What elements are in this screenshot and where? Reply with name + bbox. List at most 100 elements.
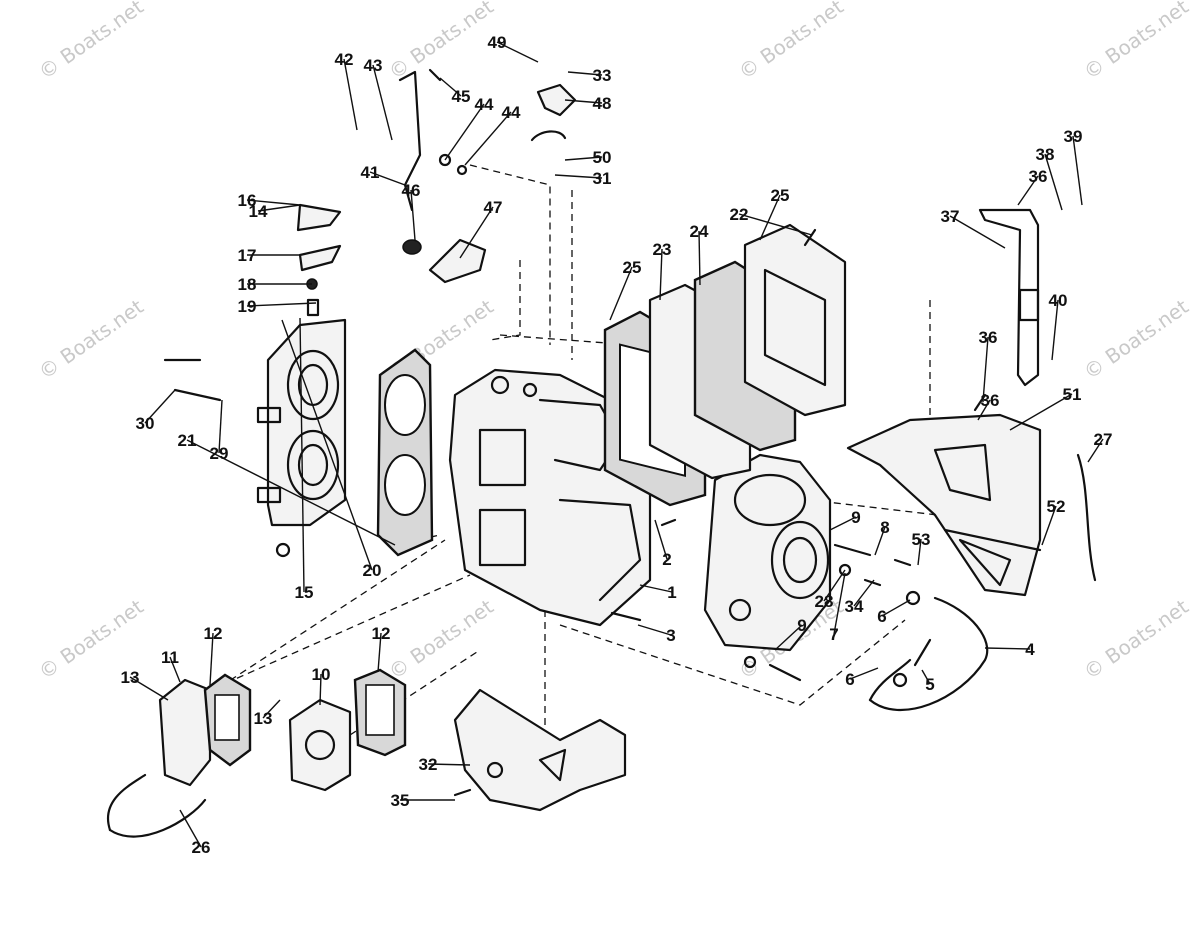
callout-14: 14	[249, 202, 268, 221]
adapter-bracket	[846, 413, 1042, 597]
leader-line-48	[564, 99, 603, 104]
callout-34: 34	[845, 597, 864, 616]
callout-36: 36	[981, 391, 1000, 410]
watermark-text: © Boats.net	[34, 294, 148, 384]
callout-12: 12	[204, 624, 223, 643]
watermark-text: © Boats.net	[34, 0, 148, 84]
leader-line-25	[759, 194, 781, 241]
leader-line-33	[567, 71, 603, 76]
callout-8: 8	[880, 518, 889, 537]
leader-line-13	[129, 676, 169, 701]
callout-leaders	[129, 41, 1104, 848]
callout-1: 1	[667, 583, 676, 602]
watermark-text: © Boats.net	[384, 594, 498, 684]
callout-2: 2	[662, 550, 671, 569]
leader-line-52	[1041, 505, 1057, 546]
leader-line-15	[299, 317, 305, 593]
leader-line-49	[496, 41, 539, 63]
leader-line-39	[1072, 135, 1083, 206]
watermark-text: © Boats.net	[384, 0, 498, 84]
callout-12: 12	[372, 624, 391, 643]
callout-37: 37	[941, 207, 960, 226]
callout-4: 4	[1025, 640, 1035, 659]
cylinder-head	[256, 318, 347, 527]
exhaust-cover-stack	[603, 223, 847, 507]
callout-35: 35	[391, 791, 410, 810]
callout-46: 46	[402, 181, 421, 200]
callout-3: 3	[666, 626, 675, 645]
callout-44: 44	[475, 95, 494, 114]
leader-line-46	[410, 189, 416, 241]
callout-49: 49	[488, 33, 507, 52]
leader-line-20	[281, 319, 373, 571]
leader-line-38	[1044, 153, 1063, 211]
callout-11: 11	[161, 648, 179, 667]
leader-line-44	[444, 103, 485, 161]
callout-32: 32	[419, 755, 438, 774]
leader-line-10	[319, 673, 322, 706]
callout-17: 17	[238, 246, 257, 265]
callout-50: 50	[593, 148, 612, 167]
leader-line-6	[881, 599, 911, 617]
callout-7: 7	[829, 625, 838, 644]
leader-line-2	[654, 519, 668, 560]
wires	[107, 453, 1097, 838]
leader-line-14	[257, 204, 301, 212]
callout-19: 19	[238, 297, 257, 316]
leader-line-36	[1017, 175, 1039, 206]
callout-51: 51	[1063, 385, 1082, 404]
watermark-text: © Boats.net	[1079, 294, 1193, 384]
cylinder-block	[448, 368, 652, 627]
callout-15: 15	[295, 583, 314, 602]
callout-54: 54	[0, 0, 10, 4]
leader-line-13	[262, 699, 281, 719]
callout-52: 52	[1047, 497, 1066, 516]
leader-line-1	[639, 584, 673, 593]
watermark-text: © Boats.net	[734, 0, 848, 84]
callout-16: 16	[238, 191, 257, 210]
leader-line-31	[554, 174, 603, 179]
callout-26: 26	[192, 838, 211, 857]
callout-25: 25	[623, 258, 642, 277]
leader-line-11	[169, 656, 181, 683]
callout-20: 20	[363, 561, 382, 580]
leader-line-43	[372, 64, 393, 141]
fasteners	[163, 228, 1042, 797]
callout-42: 42	[335, 50, 354, 69]
leader-line-36	[982, 336, 989, 403]
callout-5: 5	[925, 675, 934, 694]
leader-line-3	[637, 624, 672, 636]
callout-40: 40	[1049, 291, 1068, 310]
callout-31: 31	[593, 169, 612, 188]
callout-13: 13	[121, 668, 140, 687]
leader-line-7	[833, 572, 846, 635]
callout-9: 9	[797, 616, 806, 635]
leader-line-32	[427, 763, 471, 766]
callout-36: 36	[979, 328, 998, 347]
callout-24: 24	[690, 222, 709, 241]
head-gasket	[376, 348, 434, 557]
callout-21: 21	[178, 431, 197, 450]
callout-47: 47	[484, 198, 503, 217]
leader-line-16	[246, 199, 301, 206]
leader-line-23	[659, 248, 663, 301]
leader-line-51	[1009, 393, 1073, 431]
leader-line-47	[459, 206, 494, 259]
callout-38: 38	[1036, 145, 1055, 164]
linkage-parts	[296, 68, 577, 317]
leader-line-45	[439, 77, 462, 97]
leader-line-19	[246, 302, 317, 307]
drain-tube	[978, 208, 1040, 387]
leader-line-25	[609, 266, 633, 321]
leader-line-5	[921, 669, 931, 685]
watermark-text: © Boats.net	[1079, 0, 1193, 84]
callout-36: 36	[1029, 167, 1048, 186]
leader-line-28	[823, 569, 846, 602]
callout-6: 6	[877, 607, 886, 626]
callout-23: 23	[653, 240, 672, 259]
leader-line-29	[218, 399, 223, 454]
leader-line-6	[849, 667, 879, 680]
callout-22: 22	[730, 205, 749, 224]
